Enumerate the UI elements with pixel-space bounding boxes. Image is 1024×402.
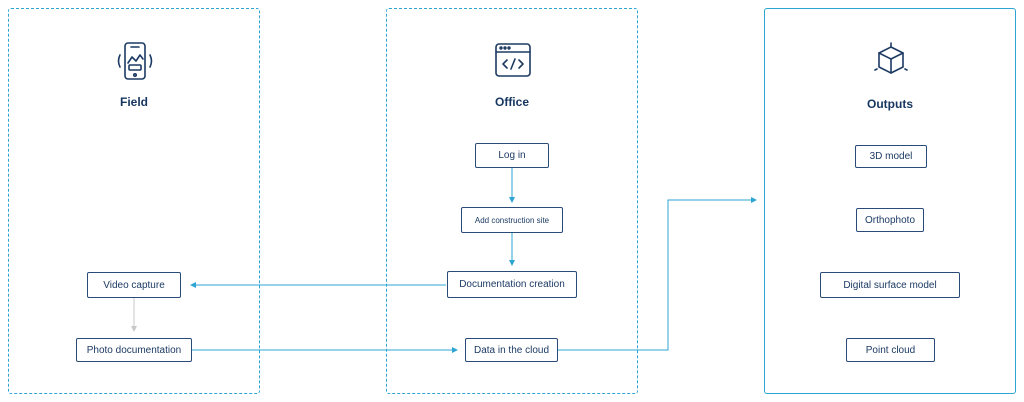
data-in-cloud-node[interactable]: Data in the cloud [465, 338, 558, 362]
field-title: Field [119, 95, 148, 109]
photo-documentation-node[interactable]: Photo documentation [76, 338, 192, 362]
log-in-node[interactable]: Log in [475, 143, 549, 168]
office-panel: Office [386, 8, 638, 394]
outputs-title: Outputs [867, 97, 913, 111]
phone-scan-icon [113, 39, 157, 88]
3d-model-node[interactable]: 3D model [855, 145, 927, 168]
video-capture-node[interactable]: Video capture [87, 272, 181, 298]
code-window-icon [491, 39, 535, 88]
outputs-panel: Outputs [764, 8, 1016, 394]
office-title: Office [494, 95, 529, 109]
field-panel: Field [8, 8, 260, 394]
documentation-creation-node[interactable]: Documentation creation [447, 271, 577, 298]
arrow-cloud-to-outputs [558, 197, 757, 351]
orthophoto-node[interactable]: Orthophoto [856, 208, 924, 232]
digital-surface-model-node[interactable]: Digital surface model [820, 272, 960, 298]
add-construction-site-node[interactable]: Add construction site [461, 207, 563, 233]
point-cloud-node[interactable]: Point cloud [846, 338, 935, 362]
cube-icon [869, 41, 913, 90]
